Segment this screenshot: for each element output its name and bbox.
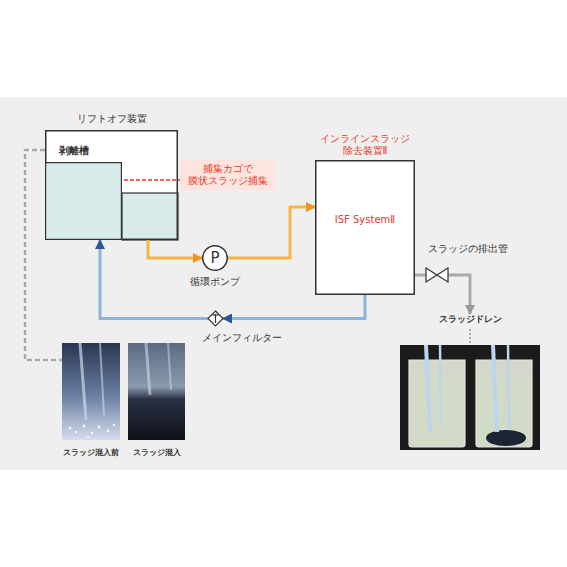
sample-photo-image bbox=[128, 343, 185, 440]
sample-photo: スラッジ混入 bbox=[128, 343, 185, 458]
filter-symbol: メインフィルター bbox=[208, 311, 223, 326]
sludge-deposit bbox=[486, 430, 526, 446]
device-housing bbox=[45, 130, 178, 240]
node-label: インラインスラッジ 除去装置Ⅱ bbox=[300, 133, 430, 157]
valve-half bbox=[437, 268, 448, 282]
drain-tube bbox=[440, 345, 441, 425]
node-label: ISF SystemⅡ bbox=[319, 214, 411, 226]
flow-line bbox=[415, 274, 426, 277]
drain-tube bbox=[493, 345, 497, 432]
node-label: リフトオフ装置 bbox=[77, 113, 147, 125]
pump-circle: P循環ポンプ bbox=[202, 245, 228, 271]
capture-basket-line bbox=[124, 179, 180, 181]
beaker-liquid bbox=[411, 378, 463, 445]
drain-tube bbox=[508, 345, 509, 428]
node-label: 捕集カゴで 膜状スラッジ捕集 bbox=[183, 163, 272, 187]
node-label: 循環ポンプ bbox=[190, 276, 240, 288]
glass-tube bbox=[168, 343, 171, 390]
valve-half bbox=[426, 268, 437, 282]
background-band bbox=[0, 97, 567, 470]
node-label: スラッジドレン bbox=[400, 314, 540, 325]
callout-box: 捕集カゴで 膜状スラッジ捕集 bbox=[180, 160, 275, 190]
peel-tank: 剥離槽 bbox=[45, 162, 122, 240]
node-label: P bbox=[210, 249, 219, 267]
flow-line bbox=[148, 240, 202, 258]
isf-unit: インラインスラッジ 除去装置ⅡISF SystemⅡ bbox=[315, 160, 415, 295]
valve-symbol: スラッジの排出管 bbox=[426, 268, 448, 282]
beaker bbox=[476, 360, 532, 447]
flow-line bbox=[223, 295, 365, 319]
glass-tube bbox=[100, 343, 104, 415]
glass-tube bbox=[80, 343, 86, 420]
sample-photo: スラッジ混入前 bbox=[62, 343, 120, 458]
valve-icon bbox=[426, 268, 448, 282]
sub-tank bbox=[122, 193, 178, 240]
beaker bbox=[409, 360, 465, 447]
node-label: スラッジ混入 bbox=[133, 448, 181, 458]
node-label: スラッジの排出管 bbox=[428, 243, 508, 255]
beaker-photo-image bbox=[400, 345, 540, 450]
node-label: 剥離槽 bbox=[59, 145, 89, 157]
flow-line bbox=[228, 207, 315, 258]
sample-photo-image bbox=[62, 343, 120, 440]
liftoff-device: 剥離槽リフトオフ装置 bbox=[45, 130, 178, 240]
leader-line bbox=[469, 329, 471, 344]
node-label: メインフィルター bbox=[202, 332, 282, 344]
drain-photo: スラッジドレン bbox=[400, 314, 540, 450]
beaker-liquid bbox=[478, 378, 530, 445]
filter-diamond bbox=[208, 311, 223, 326]
bubbles bbox=[69, 424, 116, 438]
filter-element bbox=[213, 314, 219, 315]
flow-line bbox=[448, 275, 470, 314]
drain-tube bbox=[426, 345, 430, 432]
filter-icon bbox=[208, 311, 223, 326]
node-label: スラッジ混入前 bbox=[63, 448, 119, 458]
glass-tube bbox=[146, 343, 150, 395]
